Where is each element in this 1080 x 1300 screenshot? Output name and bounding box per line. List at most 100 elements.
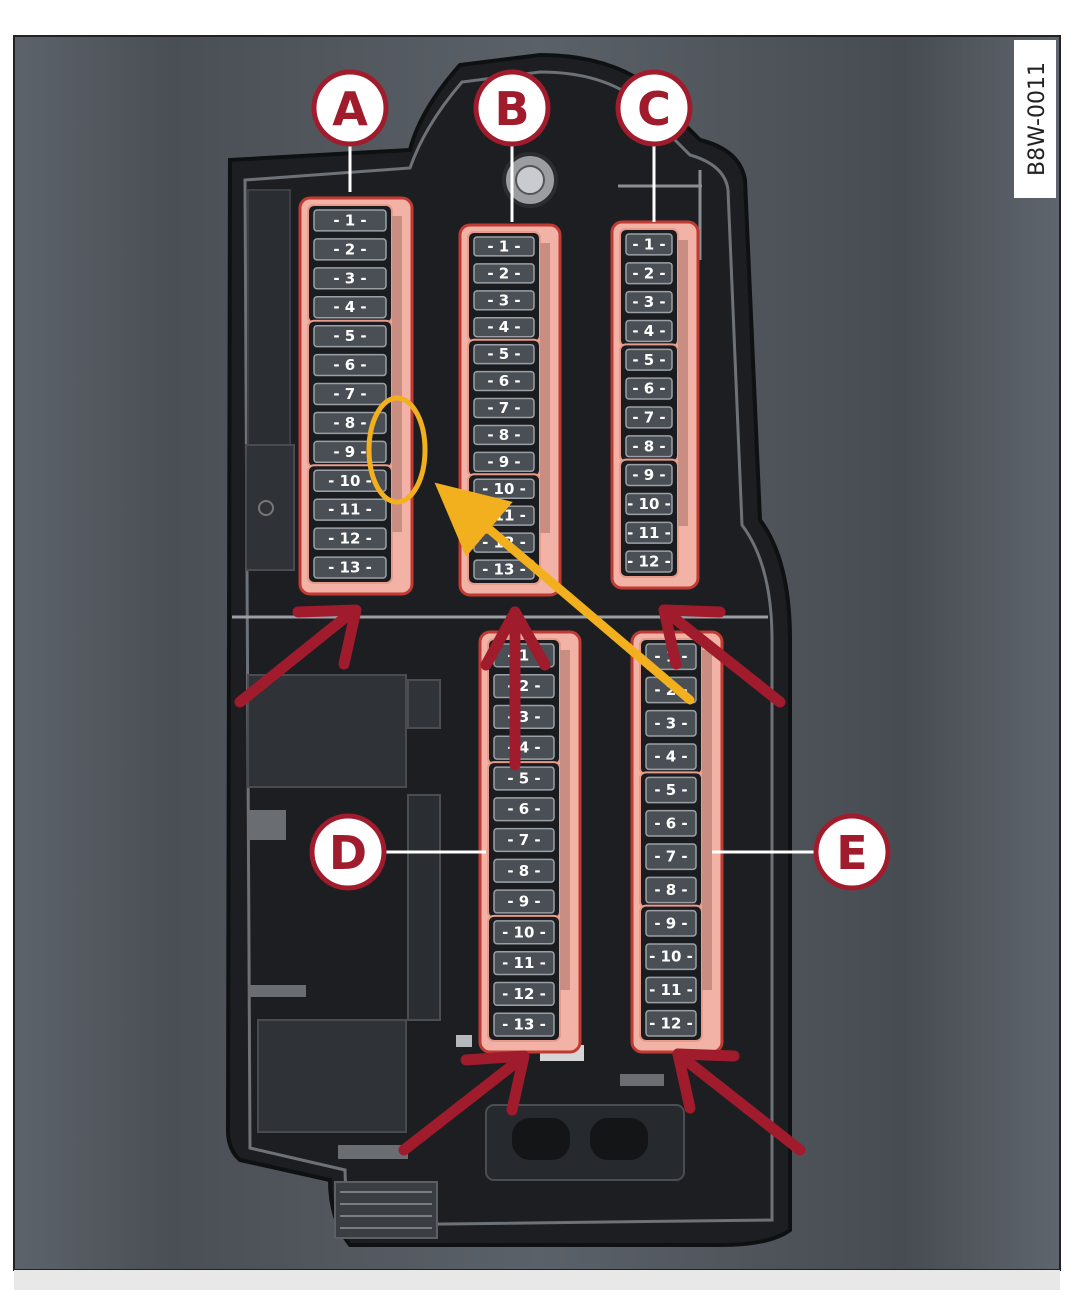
fuse-number: - 9 - [333,443,366,461]
fuse [625,406,673,429]
callout-label-b: B [494,82,529,136]
fuse-number: - 9 - [507,893,540,911]
fuse [625,319,673,343]
arrow-to-bank-d [398,1050,530,1156]
fuse-number: - 8 - [632,437,665,455]
fuse-number: - 2 - [632,264,665,282]
fuse-number: - 5 - [507,769,540,787]
callout-label-c: C [637,82,671,136]
fuse [625,377,673,400]
fuse-bank-side-strip [702,650,712,990]
fuse [313,556,387,579]
fuse-number: - 8 - [487,426,520,444]
arrow-to-bank-a [234,604,362,708]
callout-a: A [311,69,389,192]
arrow-to-bank-e [672,1048,806,1156]
fuse [645,976,697,1004]
fuse-number: - 8 - [654,881,687,899]
fuse-number: - 5 - [654,781,687,799]
fuse-number: - 7 - [654,848,687,866]
fuse [493,704,555,730]
fuse-bank-side-strip [560,650,570,990]
fuse-bank-a: - 1 -- 2 -- 3 -- 4 -- 5 -- 6 -- 7 -- 8 -… [298,196,414,596]
fuse-number: - 12 - [502,985,546,1003]
fuse-number: - 10 - [328,472,372,490]
fuse-number: - 7 - [333,385,366,403]
fuse [473,290,535,311]
fuse [313,296,387,319]
fuse [645,776,697,804]
fuse-number: - 1 - [487,237,520,255]
fuse [313,527,387,550]
highlight-arrow [434,482,695,705]
fuse-number: - 10 - [482,480,526,498]
fuse [473,317,535,338]
fuse-number: - 10 - [502,923,546,941]
fuse-number: - 3 - [654,714,687,732]
fuse-number: - 4 - [654,748,687,766]
fuse-bank-d: - 1 -- 2 -- 3 -- 4 -- 5 -- 6 -- 7 -- 8 -… [478,630,582,1054]
fuse [493,674,555,699]
fuse-number: - 3 - [487,291,520,309]
fuse-bank-b: - 1 -- 2 -- 3 -- 4 -- 5 -- 6 -- 7 -- 8 -… [458,223,562,597]
arrow-to-bank-b [480,606,551,771]
fuse-number: - 3 - [632,293,665,311]
fuse-bank-side-strip [392,216,402,532]
callout-d: D [309,813,486,891]
fuse-number: - 12 - [328,530,372,548]
fuse-bank-side-strip [678,240,688,526]
fuse [473,263,535,284]
fuse-number: - 1 - [333,211,366,229]
fuse [625,348,673,371]
fuse-number: - 11 - [328,501,372,519]
fuse [625,435,673,458]
fuse-number: - 11 - [649,981,693,999]
highlight-ellipse [366,395,428,505]
fuse [645,743,697,771]
fuse-number: - 13 - [502,1016,546,1034]
fuse-number: - 10 - [627,495,671,513]
fuse-number: - 7 - [487,399,520,417]
fuse-number: - 7 - [507,831,540,849]
fuse [645,1009,697,1037]
pointer-arrows [234,604,806,1156]
fuse-number: - 13 - [328,559,372,577]
fuse [645,943,697,971]
fuse [313,209,387,232]
fuse-number: - 8 - [507,862,540,880]
fuse [645,843,697,871]
callout-c: C [615,69,693,222]
fuse-number: - 11 - [627,524,671,542]
image-code-tag: B8W-0011 [1014,40,1056,198]
fuse-number: - 7 - [632,408,665,426]
fuse [313,238,387,261]
fuse [473,236,535,257]
fuse-banks: - 1 -- 2 -- 3 -- 4 -- 5 -- 6 -- 7 -- 8 -… [298,196,724,1054]
image-code: B8W-0011 [1025,62,1050,176]
fuse-bank-e: - 1 -- 2 -- 3 -- 4 -- 5 -- 6 -- 7 -- 8 -… [630,630,724,1054]
fuse-number: - 5 - [333,327,366,345]
fuse-number: - 10 - [649,948,693,966]
arrow-to-bank-c [658,604,786,708]
fuse [645,876,697,904]
fuse [313,353,387,377]
fuse [493,827,555,853]
fuse [313,411,387,435]
callout-b: B [473,69,551,222]
fuse [645,909,697,937]
fuse [493,858,555,883]
fuse [493,797,555,822]
fuse-number: - 4 - [632,322,665,340]
fuse [313,498,387,521]
fuse-number: - 2 - [487,264,520,282]
fuse [625,290,673,314]
fuse [473,343,535,365]
fuse-number: - 12 - [627,553,671,571]
callouts: A B C D E [309,69,891,891]
fuse [473,397,535,419]
fuse-number: - 4 - [487,318,520,336]
fuse-number: - 8 - [333,414,366,432]
fuse [625,550,673,573]
fuse-number: - 12 - [649,1014,693,1032]
